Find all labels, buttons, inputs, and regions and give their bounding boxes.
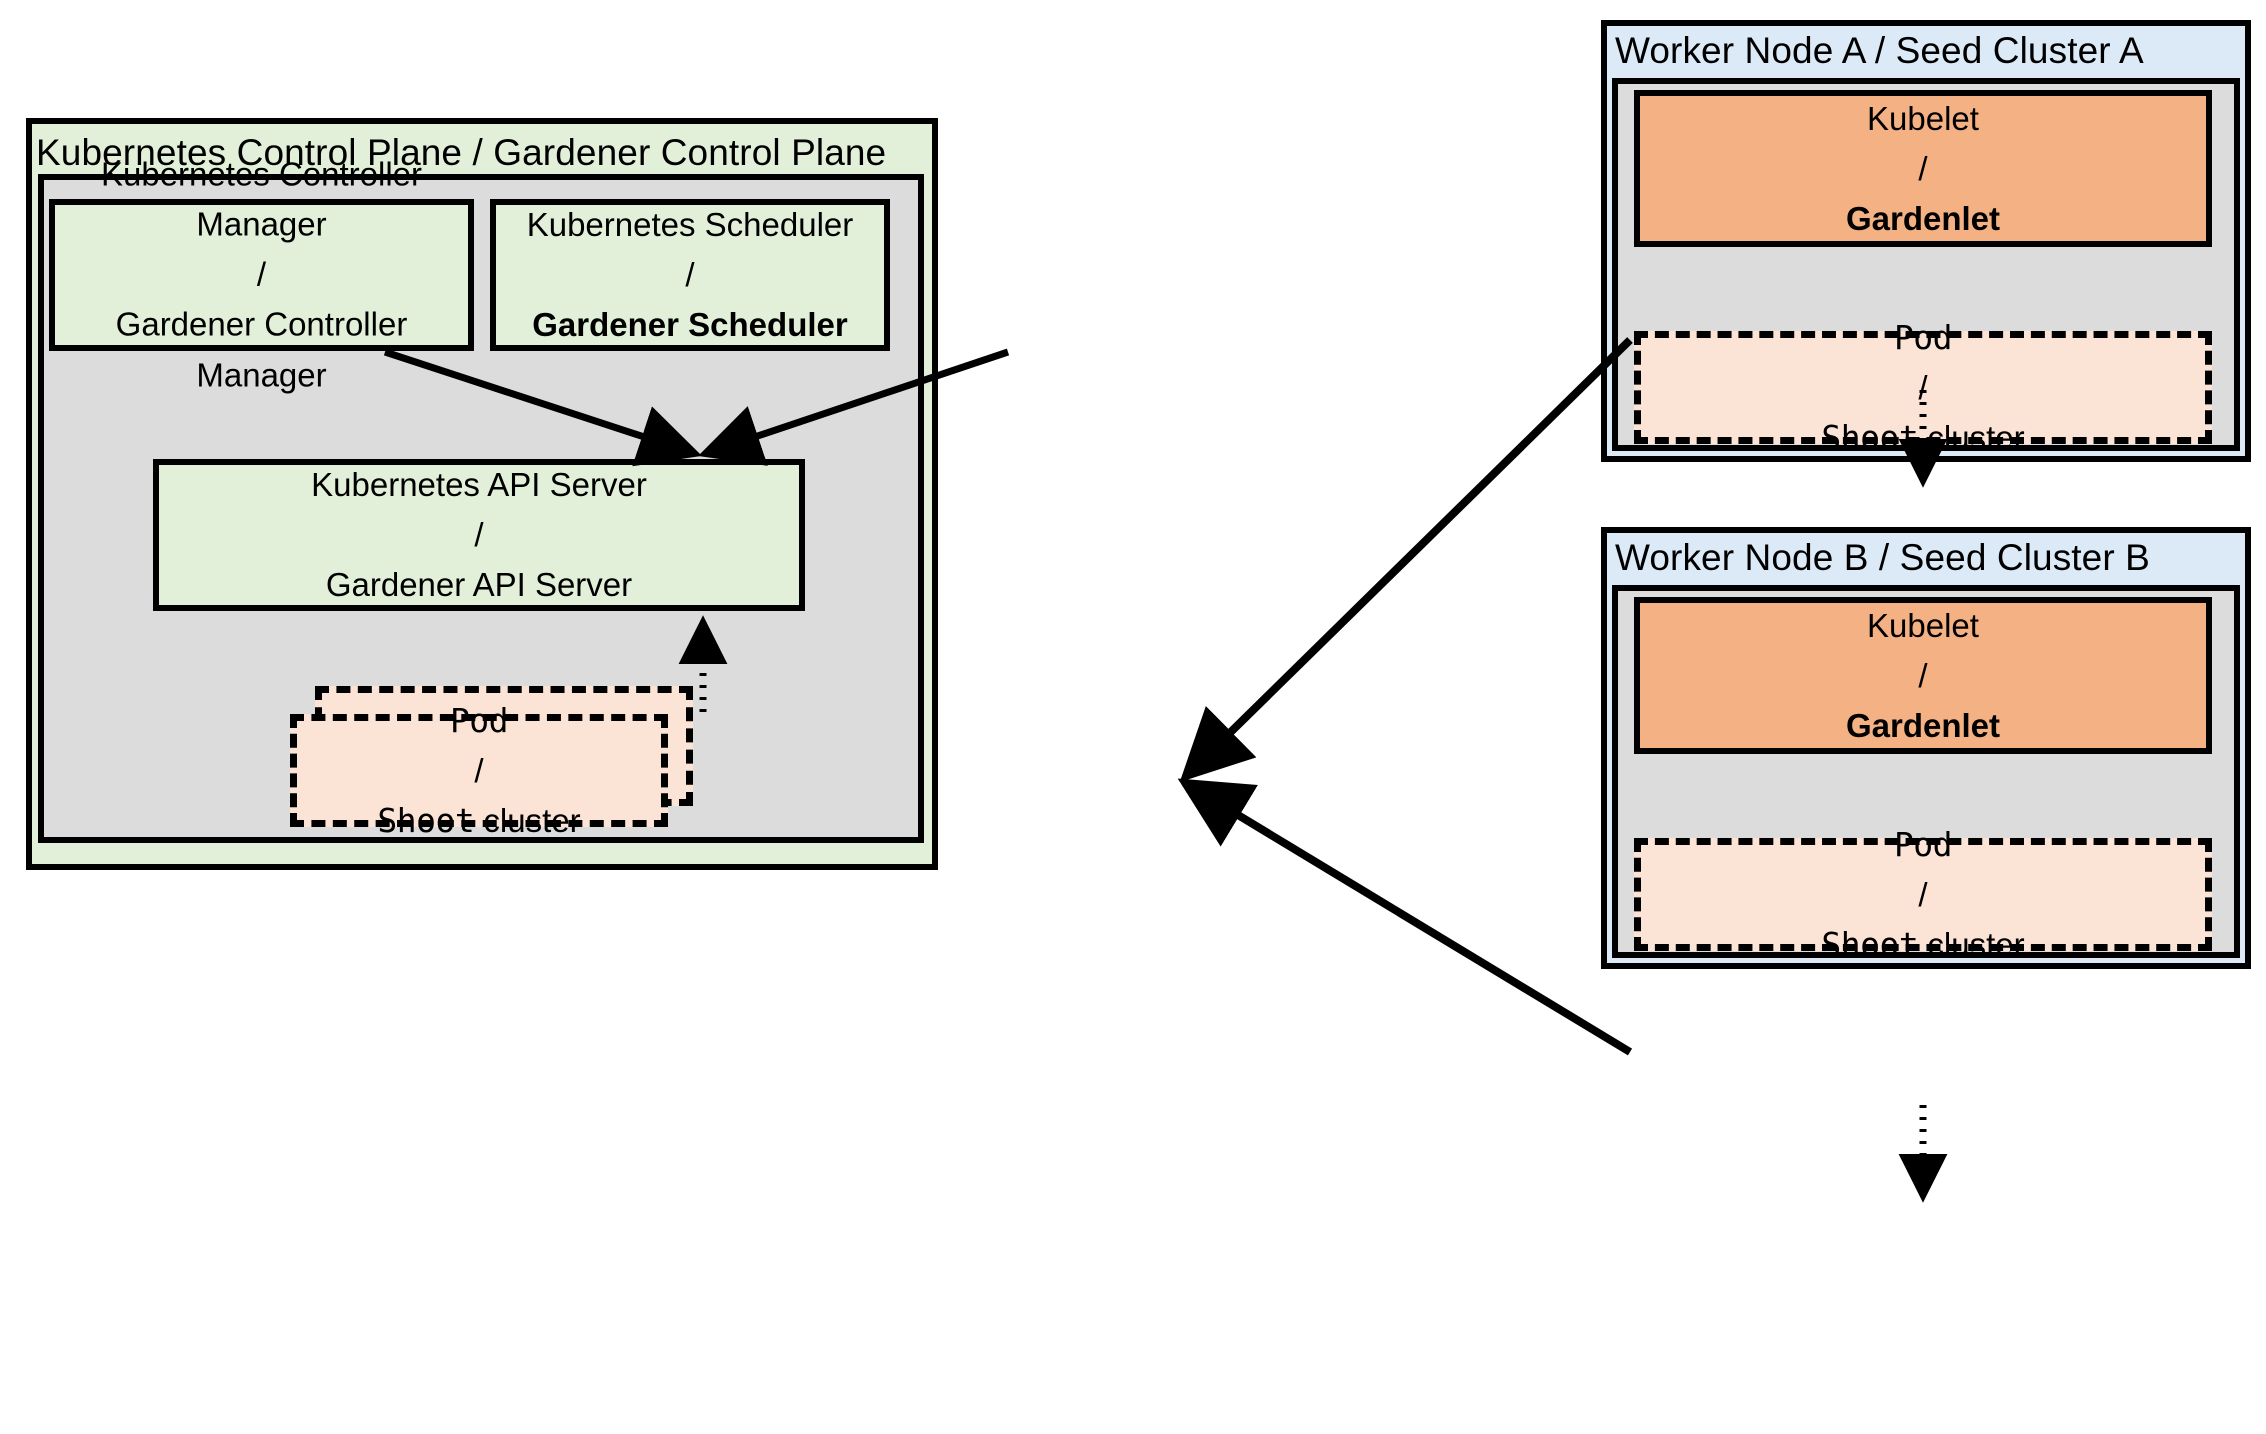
control-plane-pod-line2-rest: cluster <box>474 801 581 839</box>
worker-node-a-pod-label: Pod / Shoot cluster <box>1641 312 2205 462</box>
kubernetes-api-server-box[interactable]: Kubernetes API Server / Gardener API Ser… <box>153 459 805 611</box>
scheduler-line1: Kubernetes Scheduler <box>526 205 854 243</box>
worker-node-a-kubelet-label: Kubelet / Gardenlet <box>1640 93 2206 243</box>
control-plane-pod-line2: Shoot cluster <box>297 796 661 846</box>
worker-node-a-pod-box[interactable]: Pod / Shoot cluster <box>1634 317 2212 457</box>
worker-node-b-pod-line2-mono: Shoot <box>1821 924 1919 964</box>
worker-node-b-pod-line2: Shoot cluster <box>1641 920 2205 970</box>
control-plane-pod-box[interactable]: Pod / Shoot cluster <box>290 700 668 840</box>
control-plane-pod-separator: / <box>474 751 484 789</box>
controller-manager-separator: / <box>256 255 267 293</box>
worker-node-b-kubelet-label: Kubelet / Gardenlet <box>1640 600 2206 750</box>
worker-node-a-gardenlet-line2: Gardenlet <box>1845 199 2001 237</box>
worker-node-b-pod-box[interactable]: Pod / Shoot cluster <box>1634 824 2212 964</box>
api-server-label: Kubernetes API Server / Gardener API Ser… <box>159 460 799 610</box>
worker-node-a-pod-line1: Pod <box>1893 317 1953 357</box>
worker-node-b-kubelet-box[interactable]: Kubelet / Gardenlet <box>1634 597 2212 754</box>
worker-node-b-title: Worker Node B / Seed Cluster B <box>1615 537 2150 578</box>
worker-node-a-kubelet-line1: Kubelet <box>1867 99 1979 137</box>
control-plane-title: Kubernetes Control Plane / Gardener Cont… <box>36 132 887 173</box>
arrow-gardenlet-a-to-api-server <box>1179 337 1633 783</box>
worker-node-a-pod-line2-mono: Shoot <box>1821 417 1919 457</box>
worker-node-b-kubelet-separator: / <box>1918 656 1928 694</box>
scheduler-separator: / <box>685 255 695 293</box>
control-plane-pod-line2-mono: Shoot <box>377 800 475 840</box>
api-server-line2: Gardener API Server <box>325 566 633 604</box>
kubernetes-controller-manager-box[interactable]: Kubernetes Controller Manager / Gardener… <box>49 156 474 393</box>
scheduler-label: Kubernetes Scheduler / Gardener Schedule… <box>496 200 884 350</box>
worker-node-a-kubelet-separator: / <box>1918 149 1928 187</box>
controller-manager-line1: Kubernetes Controller Manager <box>100 155 422 243</box>
controller-manager-line2: Gardener Controller Manager <box>115 306 408 394</box>
api-server-line1: Kubernetes API Server <box>311 465 647 503</box>
scheduler-line2: Gardener Scheduler <box>532 306 848 344</box>
worker-node-b-pod-line2-rest: cluster <box>1918 925 2025 963</box>
worker-node-a-pod-line2-rest: cluster <box>1918 418 2025 456</box>
control-plane-pod-label: Pod / Shoot cluster <box>297 695 661 845</box>
worker-node-b-pod-separator: / <box>1918 875 1928 913</box>
arrow-gardenlet-b-to-api-server <box>1177 778 1633 1056</box>
controller-manager-label: Kubernetes Controller Manager / Gardener… <box>55 150 468 401</box>
worker-node-b-pod-label: Pod / Shoot cluster <box>1641 819 2205 969</box>
api-server-separator: / <box>474 515 484 553</box>
control-plane-pod-line1: Pod <box>449 700 509 740</box>
worker-node-b-gardenlet-line2: Gardenlet <box>1845 706 2001 744</box>
worker-node-a-pod-line2: Shoot cluster <box>1641 413 2205 463</box>
kubernetes-scheduler-box[interactable]: Kubernetes Scheduler / Gardener Schedule… <box>490 199 890 351</box>
worker-node-a-pod-separator: / <box>1918 368 1928 406</box>
worker-node-a-kubelet-box[interactable]: Kubelet / Gardenlet <box>1634 90 2212 247</box>
worker-node-b-pod-line1: Pod <box>1893 824 1953 864</box>
worker-node-b-kubelet-line1: Kubelet <box>1867 606 1979 644</box>
worker-node-a-title: Worker Node A / Seed Cluster A <box>1615 30 2144 71</box>
